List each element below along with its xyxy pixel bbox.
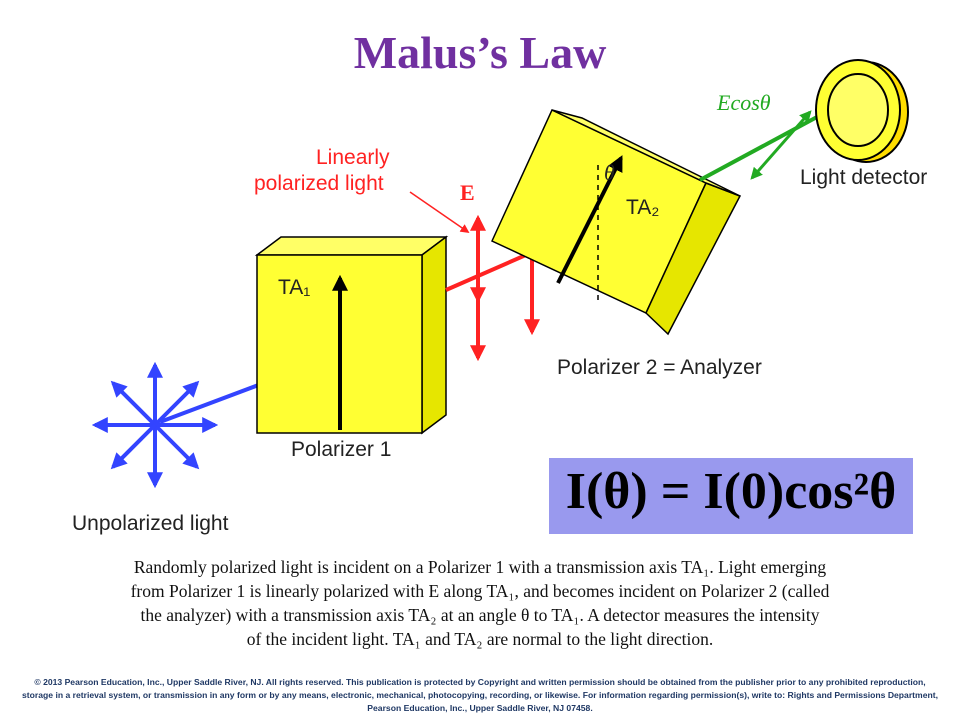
ta2-axis-arrow — [556, 155, 623, 284]
caption-line-1: Randomly polarized light is incident on … — [133, 557, 827, 577]
polarizer-1 — [254, 235, 449, 435]
formula-box: I(θ) = I(0)cos²θ — [549, 458, 913, 534]
caption-line-2: from Polarizer 1 is linearly polarized w… — [130, 581, 830, 601]
polarizer-2 — [491, 108, 742, 336]
light-detector-label: Light detector — [800, 166, 928, 189]
theta-label: θ — [604, 160, 615, 185]
linearly-polarized-pointer — [409, 191, 470, 234]
e-cos-theta-arrow — [750, 110, 812, 180]
linearly-polarized-label-1: Linearly — [316, 146, 390, 169]
polarizer-2-label: Polarizer 2 = Analyzer — [557, 356, 762, 379]
caption-line-3: the analyzer) with a transmission axis T… — [140, 605, 820, 625]
caption-line-4: of the incident light. TA₁ and TA₂ are n… — [246, 629, 714, 649]
e-field-label: E — [460, 180, 475, 205]
copyright-notice: © 2013 Pearson Education, Inc., Upper Sa… — [22, 677, 938, 713]
linearly-polarized-label-2: polarized light — [254, 172, 384, 195]
malus-formula: I(θ) = I(0)cos²θ — [565, 463, 897, 520]
unpolarized-light-label: Unpolarized light — [72, 512, 229, 535]
unpolarized-light-star — [91, 361, 219, 489]
polarizer-1-label: Polarizer 1 — [291, 438, 392, 461]
ta1-label: TA₁ — [278, 276, 311, 299]
caption: Randomly polarized light is incident on … — [40, 555, 920, 651]
light-detector — [815, 59, 909, 163]
ta2-label: TA₂ — [626, 196, 660, 219]
ecos-theta-label: Ecosθ — [717, 90, 771, 115]
slide-title: Malus’s Law — [353, 27, 607, 78]
